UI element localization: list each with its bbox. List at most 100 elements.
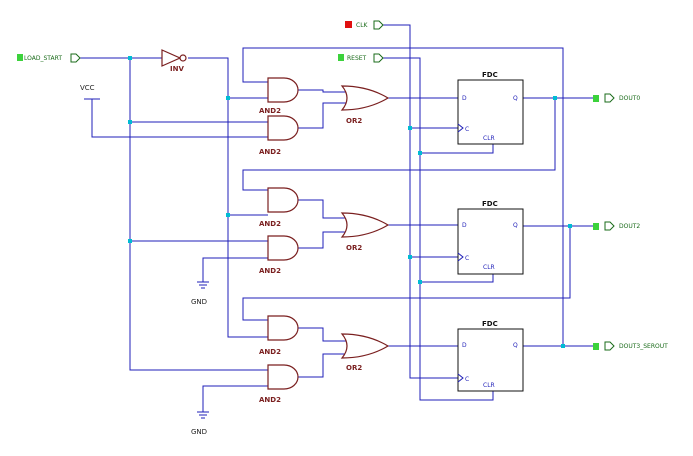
- and2-gate-6[interactable]: AND2: [259, 364, 299, 404]
- and2-gate-4[interactable]: AND2: [259, 235, 299, 275]
- junction-dot: [128, 56, 132, 60]
- and2-label: AND2: [259, 148, 281, 156]
- fdc-flipflop-2[interactable]: FDC D Q C CLR: [457, 200, 524, 275]
- or2-label: OR2: [346, 117, 362, 125]
- inverter-bubble: [179, 54, 187, 62]
- fdc-label: FDC: [482, 200, 498, 208]
- dout0-port[interactable]: DOUT0: [593, 93, 640, 103]
- junction-dot: [418, 280, 422, 284]
- and-gate-icon: [267, 235, 299, 261]
- port-marker: [593, 95, 599, 102]
- junction-dot: [128, 120, 132, 124]
- and2-gate-3[interactable]: AND2: [259, 187, 299, 228]
- dout2-label: DOUT2: [619, 223, 640, 230]
- fdc-label: FDC: [482, 71, 498, 79]
- or2-gate-1[interactable]: OR2: [340, 85, 390, 125]
- pin-c: C: [465, 376, 469, 383]
- clk-port[interactable]: CLK: [345, 20, 384, 30]
- or2-label: OR2: [346, 244, 362, 252]
- clock-triangle-icon: [457, 373, 464, 383]
- junction-dot: [408, 255, 412, 259]
- fdc-flipflop-1[interactable]: FDC D Q C CLR: [457, 71, 524, 145]
- port-marker: [593, 223, 599, 230]
- pin-c: C: [465, 126, 469, 133]
- or2-label: OR2: [346, 364, 362, 372]
- input-port-icon: [373, 53, 384, 63]
- output-port-icon: [604, 93, 615, 103]
- pin-q: Q: [513, 95, 518, 102]
- junction-dot: [568, 224, 572, 228]
- fdc-body: [457, 79, 524, 145]
- and-gate-icon: [267, 115, 299, 141]
- dout0-label: DOUT0: [619, 95, 640, 102]
- junction-dot: [553, 96, 557, 100]
- vcc-label: VCC: [80, 84, 95, 92]
- wires: [79, 24, 593, 412]
- load-start-port[interactable]: LOAD_START: [17, 53, 81, 63]
- fdc-body: [457, 208, 524, 275]
- pin-d: D: [462, 222, 467, 229]
- inverter-icon: [161, 49, 182, 67]
- and-gate-icon: [267, 77, 299, 103]
- and2-gate-5[interactable]: AND2: [259, 315, 299, 356]
- clk-marker: [345, 21, 352, 28]
- or2-gate-2[interactable]: OR2: [340, 212, 390, 252]
- and2-gate-2[interactable]: AND2: [259, 115, 299, 156]
- or-gate-icon: [340, 333, 390, 359]
- port-marker: [338, 54, 344, 61]
- inv-label: INV: [170, 65, 184, 73]
- reset-port[interactable]: RESET: [338, 53, 384, 63]
- output-port-icon: [604, 221, 615, 231]
- and-gate-icon: [267, 187, 299, 213]
- pin-c: C: [465, 255, 469, 262]
- clk-label: CLK: [356, 22, 369, 29]
- or-gate-icon: [340, 212, 390, 238]
- or-gate-icon: [340, 85, 390, 111]
- gnd-symbol-1[interactable]: GND: [191, 281, 209, 306]
- junction-dot: [408, 126, 412, 130]
- and2-label: AND2: [259, 348, 281, 356]
- or2-gate-3[interactable]: OR2: [340, 333, 390, 372]
- and2-label: AND2: [259, 396, 281, 404]
- junction-dot: [418, 151, 422, 155]
- clock-triangle-icon: [457, 252, 464, 262]
- pin-d: D: [462, 95, 467, 102]
- and2-label: AND2: [259, 107, 281, 115]
- input-port-icon: [373, 20, 384, 30]
- junction-dot: [128, 239, 132, 243]
- and-gate-icon: [267, 364, 299, 390]
- dout2-port[interactable]: DOUT2: [593, 221, 640, 231]
- port-marker: [17, 54, 23, 61]
- dout3-serout-label: DOUT3_SEROUT: [619, 343, 668, 350]
- junction-dot: [561, 344, 565, 348]
- load-start-label: LOAD_START: [24, 55, 62, 62]
- reset-label: RESET: [347, 55, 367, 62]
- gnd-label: GND: [191, 428, 207, 436]
- and2-label: AND2: [259, 267, 281, 275]
- pin-d: D: [462, 342, 467, 349]
- output-port-icon: [604, 341, 615, 351]
- inverter-gate[interactable]: INV: [161, 49, 187, 73]
- and-gate-icon: [267, 315, 299, 341]
- junction-dots: [128, 56, 572, 348]
- gnd-symbol-2[interactable]: GND: [191, 411, 209, 436]
- port-marker: [593, 343, 599, 350]
- pin-clr: CLR: [483, 135, 495, 142]
- vcc-symbol[interactable]: VCC: [80, 84, 100, 112]
- and2-gate-1[interactable]: AND2: [259, 77, 299, 115]
- fdc-label: FDC: [482, 320, 498, 328]
- and2-label: AND2: [259, 220, 281, 228]
- clock-triangle-icon: [457, 123, 464, 133]
- fdc-body: [457, 328, 524, 392]
- gnd-label: GND: [191, 298, 207, 306]
- pin-q: Q: [513, 342, 518, 349]
- junction-dot: [226, 96, 230, 100]
- dout3-serout-port[interactable]: DOUT3_SEROUT: [593, 341, 668, 351]
- input-port-icon: [70, 53, 81, 63]
- pin-clr: CLR: [483, 382, 495, 389]
- pin-q: Q: [513, 222, 518, 229]
- pin-clr: CLR: [483, 264, 495, 271]
- junction-dot: [226, 213, 230, 217]
- fdc-flipflop-3[interactable]: FDC D Q C CLR: [457, 320, 524, 392]
